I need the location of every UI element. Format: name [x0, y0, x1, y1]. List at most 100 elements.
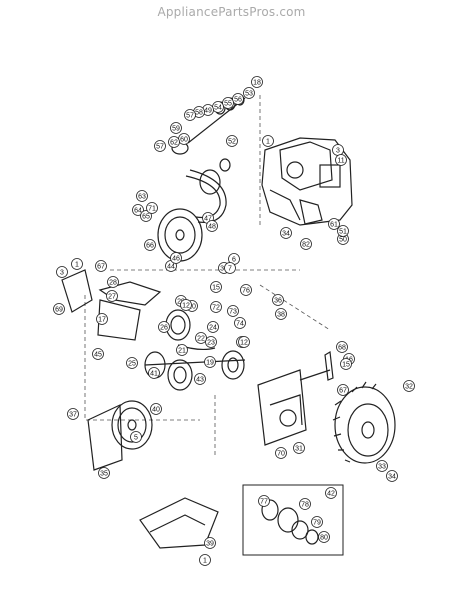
callout-circle [158, 321, 170, 333]
callout-circle [210, 281, 222, 293]
callout-circle [335, 154, 347, 166]
callout-label: 23 [207, 340, 215, 347]
callout-label: 77 [260, 499, 268, 506]
callout-label: 45 [94, 352, 102, 359]
callout-label: 44 [167, 264, 175, 271]
callout-35: 35 [98, 467, 110, 479]
callout-label: 56 [234, 97, 242, 104]
callout-61: 61 [328, 218, 340, 230]
callout-71: 71 [146, 202, 158, 214]
callout-circle [130, 431, 142, 443]
callout-circle [272, 294, 284, 306]
callout-label: 5 [134, 435, 138, 442]
callout-circle [376, 460, 388, 472]
callout-circle [222, 97, 234, 109]
callout-label: 68 [338, 345, 346, 352]
callout-circle [195, 332, 207, 344]
callout-circle [144, 239, 156, 251]
callout-label: 50 [339, 237, 347, 244]
callout-label: 61 [330, 222, 338, 229]
callout-15: 15 [210, 281, 222, 293]
callout-circle [176, 344, 188, 356]
callout-circle [251, 76, 263, 88]
callout-57: 57 [184, 109, 196, 121]
callout-45: 45 [92, 348, 104, 360]
callout-label: 58 [195, 110, 203, 117]
callout-circle [204, 537, 216, 549]
callout-label: 73 [229, 309, 237, 316]
callout-label: 6 [232, 257, 236, 264]
callout-label: 47 [204, 216, 212, 223]
callout-label: 18 [253, 80, 261, 87]
skid-plate [139, 497, 219, 549]
callout-80: 80 [318, 531, 330, 543]
callout-circle [240, 284, 252, 296]
callout-circle [243, 87, 255, 99]
callout-label: 72 [212, 305, 220, 312]
pulley-assembly [157, 94, 246, 262]
callout-label: 69 [55, 307, 63, 314]
callout-circle [337, 384, 349, 396]
callout-circle [148, 367, 160, 379]
callout-66: 66 [144, 239, 156, 251]
callout-label: 7 [228, 266, 232, 273]
callout-1: 1 [262, 135, 274, 147]
callout-label: 64 [134, 208, 142, 215]
callout-label: 3 [60, 270, 64, 277]
callout-circle [53, 303, 65, 315]
callout-label: 36 [274, 298, 282, 305]
callout-label: 59 [172, 126, 180, 133]
callout-52: 52 [226, 135, 238, 147]
callout-3: 3 [332, 144, 344, 156]
callout-34: 34 [386, 470, 398, 482]
wheel-tire [332, 381, 396, 464]
callout-78: 78 [299, 498, 311, 510]
callout-60: 60 [178, 133, 190, 145]
callout-5: 5 [130, 431, 142, 443]
callout-label: 67 [339, 388, 347, 395]
callout-circle [98, 467, 110, 479]
callout-circle [92, 348, 104, 360]
callout-label: 60 [180, 137, 188, 144]
callout-label: 34 [282, 231, 290, 238]
callout-circle [205, 336, 217, 348]
callout-12: 12 [238, 336, 250, 348]
callout-label: 43 [196, 377, 204, 384]
callout-label: 53 [245, 91, 253, 98]
callout-circle [71, 258, 83, 270]
callout-circle [318, 531, 330, 543]
callout-11: 11 [335, 154, 347, 166]
callout-circle [275, 447, 287, 459]
callout-label: 49 [204, 108, 212, 115]
callout-circle [184, 109, 196, 121]
callout-3: 3 [56, 266, 68, 278]
callout-label: 28 [109, 280, 117, 287]
callout-42: 42 [325, 487, 337, 499]
callout-label: 42 [327, 491, 335, 498]
callout-65: 65 [140, 210, 152, 222]
callout-27: 27 [106, 290, 118, 302]
callout-circle [234, 317, 246, 329]
callout-circle [293, 442, 305, 454]
callout-label: 76 [242, 288, 250, 295]
callout-label: 19 [206, 360, 214, 367]
callout-label: 10 [188, 304, 196, 311]
friction-wheel-assembly [144, 309, 246, 391]
callout-circle [96, 313, 108, 325]
callout-31: 31 [293, 442, 305, 454]
callout-circle [300, 238, 312, 250]
callout-label: 17 [98, 317, 106, 324]
callout-label: 52 [228, 139, 236, 146]
callout-18: 18 [251, 76, 263, 88]
callout-69: 69 [53, 303, 65, 315]
callout-41: 41 [148, 367, 160, 379]
callout-circle [170, 252, 182, 264]
callout-37: 37 [67, 408, 79, 420]
callout-circle [132, 204, 144, 216]
callout-12: 12 [180, 299, 192, 311]
callout-39: 39 [204, 537, 216, 549]
callout-24: 24 [207, 321, 219, 333]
callout-62: 62 [168, 136, 180, 148]
callout-circle [336, 341, 348, 353]
